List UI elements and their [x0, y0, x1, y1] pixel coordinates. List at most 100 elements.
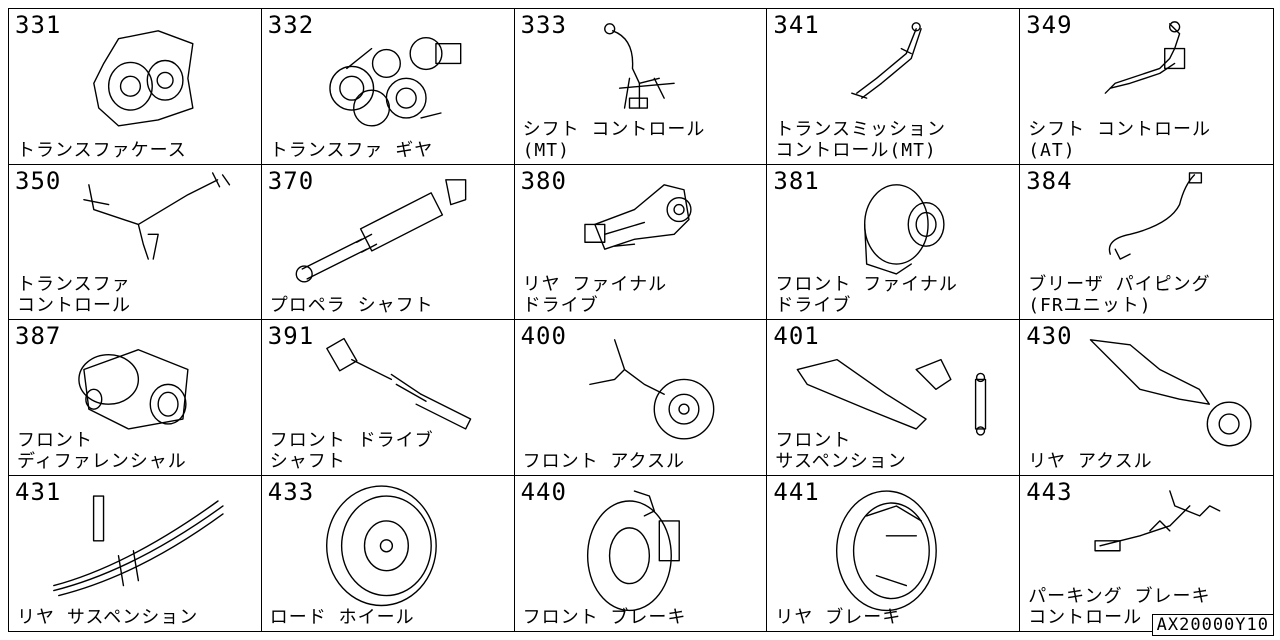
transfer-control-icon	[83, 171, 231, 260]
category-label-line: コントロール	[1028, 607, 1143, 628]
category-number: 440	[520, 477, 567, 506]
parts-category-349[interactable]: 349 シフト コントロール(AT)	[1020, 9, 1273, 165]
category-label: リヤ ブレーキ	[775, 607, 901, 628]
category-label: フロントディファレンシャル	[17, 430, 187, 472]
category-label-line: ブリーザ パイピング	[1028, 274, 1211, 295]
breather-piping-icon	[1108, 171, 1203, 260]
category-label: シフト コントロール(MT)	[523, 119, 706, 161]
rear-suspension-icon	[53, 494, 224, 596]
parts-category-387[interactable]: 387 フロントディファレンシャル	[9, 320, 262, 476]
rear-axle-icon	[1089, 339, 1252, 447]
category-label-line: リヤ アクスル	[1028, 450, 1153, 472]
category-label-line: フロント ファイナル	[775, 274, 958, 295]
category-number: 443	[1026, 477, 1073, 506]
category-number: 350	[15, 166, 62, 195]
category-label: トランスファケース	[17, 140, 187, 161]
category-number: 332	[267, 11, 315, 39]
category-label-line: リヤ ファイナル	[522, 274, 668, 295]
category-label: トランスファコントロール	[17, 274, 131, 316]
category-label-line: フロント	[775, 429, 852, 451]
parts-category-331[interactable]: 331 トランスファケース	[9, 9, 262, 165]
parts-category-433[interactable]: 433 ロード ホイール	[262, 475, 515, 631]
parts-category-443[interactable]: 443 パーキング ブレーキコントロール	[1020, 476, 1273, 632]
parts-category-401[interactable]: 401 フロントサスペンション	[767, 320, 1021, 476]
transmission-control-icon	[851, 22, 923, 99]
parts-category-431[interactable]: 431 リヤ サスペンション	[9, 475, 262, 631]
category-label-line: サスペンション	[775, 450, 907, 472]
parts-category-381[interactable]: 381 フロント ファイナルドライブ	[767, 164, 1021, 320]
category-label: リヤ アクスル	[1028, 451, 1152, 472]
category-label-line: ドライブ	[522, 295, 599, 316]
category-number: 433	[267, 477, 315, 506]
category-label-line: ロード ホイール	[269, 607, 415, 628]
category-label: シフト コントロール(AT)	[1028, 119, 1211, 161]
parking-brake-control-icon	[1094, 489, 1221, 551]
category-label: リヤ サスペンション	[17, 607, 198, 628]
category-number: 401	[773, 322, 820, 350]
category-label: フロント ファイナルドライブ	[775, 274, 957, 316]
category-label-line: トランスファ ギヤ	[269, 139, 434, 161]
category-label-line: トランスミッション	[775, 118, 947, 140]
parts-category-430[interactable]: 430 リヤ アクスル	[1020, 320, 1273, 476]
category-number: 430	[1026, 322, 1073, 350]
front-differential-icon	[78, 349, 189, 430]
category-label-line: (AT)	[1028, 139, 1076, 161]
category-label: フロント アクスル	[523, 451, 685, 472]
category-number: 380	[520, 166, 567, 195]
category-number: 387	[15, 322, 62, 350]
front-drive-shaft-icon	[325, 337, 472, 430]
category-label: ブリーザ パイピング(FRユニット)	[1028, 274, 1210, 316]
category-label: フロント ブレーキ	[523, 607, 687, 628]
category-label-line: シャフト	[269, 450, 346, 472]
road-wheel-icon	[325, 484, 437, 606]
category-label-line: シフト コントロール	[522, 118, 706, 140]
rear-final-drive-icon	[583, 183, 692, 250]
parts-category-341[interactable]: 341 トランスミッションコントロール(MT)	[767, 9, 1021, 165]
category-label-line: リヤ サスペンション	[17, 607, 199, 628]
parts-category-332[interactable]: 332 トランスファ ギヤ	[261, 9, 515, 165]
category-number: 331	[15, 11, 62, 39]
category-label: トランスファ ギヤ	[270, 140, 433, 161]
category-number: 341	[773, 11, 820, 39]
category-label-line: フロント ブレーキ	[522, 607, 687, 628]
parts-category-384[interactable]: 384 ブリーザ パイピング(FRユニット)	[1020, 165, 1273, 320]
transfer-case-icon	[93, 30, 194, 127]
category-label-line: プロペラ シャフト	[269, 295, 434, 316]
category-label: フロントサスペンション	[775, 430, 906, 472]
category-number: 441	[773, 477, 820, 506]
category-label-line: コントロール	[17, 295, 131, 316]
parts-category-333[interactable]: 333 シフト コントロール(MT)	[514, 9, 768, 165]
category-label-line: ドライブ	[775, 295, 852, 316]
propeller-shaft-icon	[295, 178, 467, 283]
parts-category-350[interactable]: 350 トランスファコントロール	[9, 164, 262, 320]
shift-control-at-icon	[1104, 21, 1186, 94]
category-label: フロント ドライブシャフト	[270, 430, 434, 472]
category-label-line: (FRユニット)	[1028, 295, 1152, 316]
category-number: 431	[15, 477, 62, 506]
category-label: パーキング ブレーキコントロール	[1028, 586, 1210, 628]
transfer-gear-icon	[329, 37, 462, 127]
category-label-line: コントロール(MT)	[775, 139, 937, 161]
category-number: 384	[1026, 166, 1073, 195]
parts-category-380[interactable]: 380 リヤ ファイナルドライブ	[514, 164, 768, 320]
category-label: トランスミッションコントロール(MT)	[775, 119, 946, 161]
shift-control-mt-icon	[603, 23, 675, 109]
parts-category-441[interactable]: 441 リヤ ブレーキ	[767, 475, 1021, 631]
category-label-line: トランスファ	[17, 274, 131, 295]
category-number: 333	[520, 11, 567, 39]
front-axle-icon	[588, 339, 714, 440]
category-label: リヤ ファイナルドライブ	[523, 274, 667, 316]
category-number: 381	[773, 166, 820, 195]
front-suspension-icon	[797, 358, 987, 436]
category-label: ロード ホイール	[270, 607, 415, 628]
category-label-line: パーキング ブレーキ	[1028, 586, 1211, 607]
category-number: 349	[1026, 11, 1073, 39]
rear-brake-icon	[836, 489, 938, 611]
category-label-line: (MT)	[522, 139, 570, 161]
category-label-line: ディファレンシャル	[17, 450, 187, 472]
category-label-line: リヤ ブレーキ	[775, 607, 902, 628]
parts-category-440[interactable]: 440 フロント ブレーキ	[515, 475, 768, 631]
